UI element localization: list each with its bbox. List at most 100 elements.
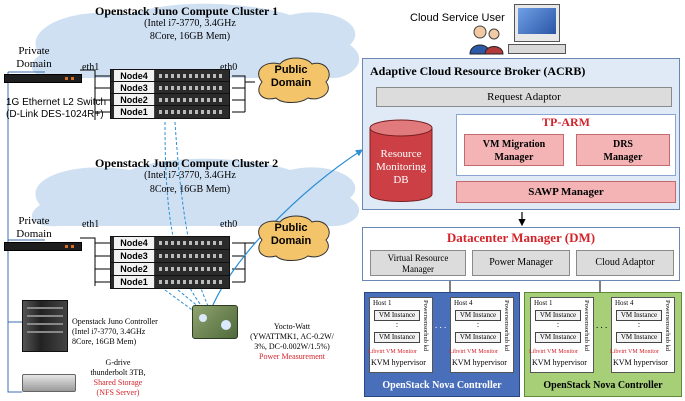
node-label: Node1 <box>114 106 155 118</box>
cluster2-spec-line1: (Intel i7-3770, 3.4GHz <box>144 170 236 181</box>
virtual-resource-manager: Virtual Resource Manager <box>370 250 466 276</box>
cluster2-spec-line2: 8Core, 16GB Mem) <box>149 184 231 195</box>
powersensor-label: Powersensorhub kd <box>422 300 429 352</box>
vm-dots: : <box>556 320 560 329</box>
yocto-line2: (YWATTMK1, AC-0.2W/ <box>250 332 334 341</box>
vm-instance: VM Instance <box>374 310 420 321</box>
yocto-label: Yocto-Watt (YWATTMK1, AC-0.2W/ 3%, DC-0.… <box>244 322 340 362</box>
tparm-title: TP-ARM <box>542 115 590 129</box>
cluster2-eth1-label: eth1 <box>82 219 100 230</box>
vm-instance: VM Instance <box>374 332 420 343</box>
nova-right-ellipsis: . . . <box>596 320 608 330</box>
public-domain-line1: Public <box>274 64 308 76</box>
public-domain-line2: Domain <box>270 235 312 247</box>
nova-right-host1: Host 1 VM Instance : VM Instance Powerse… <box>529 297 594 373</box>
users-icon <box>469 25 504 55</box>
node-label: Node3 <box>114 82 155 94</box>
yocto-line3: 3%, DC-0.002W/1.5%) <box>254 342 330 351</box>
private-domain-line2: Domain <box>16 58 52 70</box>
vm-migration-manager: VM Migration Manager <box>464 134 564 166</box>
switch-label-line2: (D-Link DES-1024R+) <box>6 109 104 120</box>
libvirt-label: Libvirt VM Monitor <box>529 349 578 355</box>
db-line3: DB <box>393 174 409 186</box>
storage-label: G-drive thunderbolt 3TB, Shared Storage … <box>78 358 158 398</box>
vm-migration-line2: Manager <box>494 152 534 163</box>
private-domain-line2: Domain <box>16 228 52 240</box>
drs-line2: Manager <box>603 152 643 163</box>
cloud-adaptor: Cloud Adaptor <box>576 250 674 276</box>
cluster1-switch-icon <box>4 74 82 83</box>
cluster1-title: Openstack Juno Compute Cluster 1 <box>95 4 279 18</box>
vm-dots: : <box>476 320 480 329</box>
cluster1-spec-line1: (Intel i7-3770, 3.4GHz <box>144 18 236 29</box>
vm-instance: VM Instance <box>616 310 662 321</box>
cluster2-public-domain-cloud <box>258 215 330 261</box>
storage-line2: thunderbolt 3TB, <box>90 368 146 377</box>
nova-left-host1: Host 1 VM Instance : VM Instance Powerse… <box>368 297 433 373</box>
yocto-line1: Yocto-Watt <box>273 322 311 331</box>
nova-left-title: OpenStack Nova Controller <box>382 380 502 391</box>
controller-line3: 8Core, 16GB Mem) <box>72 337 137 346</box>
libvirt-label: Libvirt VM Monitor <box>610 349 659 355</box>
powersensor-label: Powersensorhub kd <box>503 300 510 352</box>
cluster2-eth0-label: eth0 <box>220 219 238 230</box>
kvm-label: KVM hypervisor <box>452 358 507 367</box>
cluster1-node3: Node3 <box>110 81 230 95</box>
storage-line3: Shared Storage <box>93 378 143 387</box>
vm-instance: VM Instance <box>616 332 662 343</box>
kvm-label: KVM hypervisor <box>371 358 426 367</box>
private-domain-line1: Private <box>18 215 50 227</box>
host-label: Host 4 <box>615 299 634 307</box>
vm-instance: VM Instance <box>535 310 581 321</box>
node-label: Node1 <box>114 276 155 288</box>
drs-manager: DRS Manager <box>576 134 670 166</box>
private-domain-line1: Private <box>18 45 50 57</box>
libvirt-label: Libvirt VM Monitor <box>449 349 498 355</box>
power-meter-icon <box>192 305 238 339</box>
power-manager: Power Manager <box>472 250 570 276</box>
nova-left-host4: Host 4 VM Instance : VM Instance Powerse… <box>449 297 514 373</box>
cluster1-cloud <box>31 3 360 79</box>
vm-dots: : <box>637 320 641 329</box>
cluster1-node1: Node1 <box>110 105 230 119</box>
cluster2-node2: Node2 <box>110 262 230 276</box>
db-label: Resource Monitoring DB <box>370 148 432 187</box>
yocto-line4: Power Measurement <box>259 352 325 361</box>
vm-instance: VM Instance <box>535 332 581 343</box>
cluster1-eth1-label: eth1 <box>82 62 100 73</box>
cluster1-eth0-label: eth0 <box>220 62 238 73</box>
controller-line2: (Intel i7-3770, 3.4GHz <box>72 327 146 336</box>
cluster1-public-domain-label: Public Domain <box>258 64 324 90</box>
node-label: Node4 <box>114 237 155 249</box>
kvm-label: KVM hypervisor <box>613 358 668 367</box>
storage-line4: (NFS Server) <box>96 388 140 397</box>
powersensor-label: Powersensorhub kd <box>664 300 671 352</box>
nova-right-host4: Host 4 VM Instance : VM Instance Powerse… <box>610 297 675 373</box>
public-domain-line1: Public <box>274 222 308 234</box>
sawp-manager: SAWP Manager <box>456 181 676 203</box>
cluster2-cloud <box>31 158 360 227</box>
vm-instance: VM Instance <box>455 310 501 321</box>
storage-drive-icon <box>22 374 76 392</box>
cluster1-public-domain-cloud <box>258 57 330 103</box>
cluster2-node4: Node4 <box>110 236 230 250</box>
libvirt-label: Libvirt VM Monitor <box>368 349 417 355</box>
node-label: Node3 <box>114 250 155 262</box>
node-label: Node2 <box>114 263 155 275</box>
node-label: Node2 <box>114 94 155 106</box>
storage-line1: G-drive <box>105 358 131 367</box>
vm-migration-line1: VM Migration <box>482 139 546 150</box>
vrm-line1: Virtual Resource <box>387 253 449 263</box>
cluster1-private-domain-label: Private Domain <box>6 45 62 71</box>
vm-dots: : <box>395 320 399 329</box>
cluster2-node3: Node3 <box>110 249 230 263</box>
monitoring-db-cylinder <box>369 119 433 202</box>
db-line2: Monitoring <box>375 161 427 173</box>
host-label: Host 4 <box>454 299 473 307</box>
cluster1-node2: Node2 <box>110 93 230 107</box>
computer-monitor-icon <box>514 4 560 42</box>
switch-label-line1: 1G Ethernet L2 Switch <box>6 97 107 108</box>
host-label: Host 1 <box>373 299 392 307</box>
cluster2-private-domain-label: Private Domain <box>6 215 62 241</box>
